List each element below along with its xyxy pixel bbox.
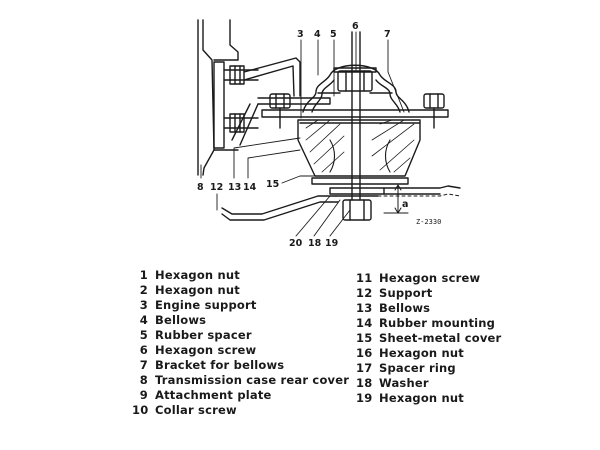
legend-item-number: 14 xyxy=(356,316,373,330)
legend-item-label: Support xyxy=(379,286,433,300)
legend-item: 13 Bellows xyxy=(356,301,501,316)
legend-item-number: 15 xyxy=(356,331,373,345)
dimension-a-label: a xyxy=(402,199,408,210)
callout-15: 15 xyxy=(266,179,279,190)
legend-item-label: Bellows xyxy=(379,301,431,315)
legend-item-number: 6 xyxy=(139,343,148,357)
callout-3: 3 xyxy=(297,29,304,40)
legend-item: 7 Bracket for bellows xyxy=(132,358,349,373)
legend-item: 12 Support xyxy=(356,286,501,301)
callout-5: 5 xyxy=(330,29,337,40)
legend-item-label: Collar screw xyxy=(155,403,237,417)
leader-lines xyxy=(200,31,405,237)
bellows-bracket xyxy=(261,93,449,129)
legend-item-label: Attachment plate xyxy=(155,388,272,402)
legend-item: 2 Hexagon nut xyxy=(132,283,349,298)
legend-item-label: Bracket for bellows xyxy=(155,358,285,372)
legend-item-number: 1 xyxy=(139,268,148,282)
legend-item-number: 12 xyxy=(356,286,373,300)
legend-item: 9 Attachment plate xyxy=(132,388,349,403)
callout-6: 6 xyxy=(352,21,359,32)
legend-item-label: Hexagon screw xyxy=(379,271,481,285)
engine-support xyxy=(231,57,331,146)
legend-right: 11 Hexagon screw 12 Support 13 Bellows 14 Rubbe… xyxy=(356,271,501,406)
callout-labels: 3 4 5 6 7 8 12 13 14 15 20 18 19 a Z-233… xyxy=(197,21,441,249)
legend-item: 8 Transmission case rear cover xyxy=(132,373,349,388)
legend-item-label: Hexagon nut xyxy=(155,283,240,297)
legend-item-label: Rubber spacer xyxy=(155,328,252,342)
legend-item-label: Hexagon nut xyxy=(379,346,464,360)
callout-20: 20 xyxy=(289,238,303,249)
figure-code: Z-2330 xyxy=(416,218,441,226)
legend-item: 17 Spacer ring xyxy=(356,361,501,376)
legend-item-label: Bellows xyxy=(155,313,207,327)
legend-item-number: 16 xyxy=(356,346,373,360)
legend-item: 10 Collar screw xyxy=(132,403,349,418)
callout-12: 12 xyxy=(210,182,223,193)
legend-item-number: 13 xyxy=(356,301,373,315)
legend-item-number: 8 xyxy=(139,373,148,387)
support-plate xyxy=(221,185,461,221)
rubber-mounting xyxy=(297,119,421,177)
legend-item-number: 3 xyxy=(139,298,148,312)
legend-item-label: Sheet-metal cover xyxy=(379,331,502,345)
legend-item-number: 2 xyxy=(139,283,148,297)
callout-13: 13 xyxy=(228,182,241,193)
legend-item: 19 Hexagon nut xyxy=(356,391,501,406)
legend-item-label: Hexagon nut xyxy=(379,391,464,405)
legend-item-label: Rubber mounting xyxy=(379,316,496,330)
callout-7: 7 xyxy=(384,29,391,40)
legend-item-number: 9 xyxy=(139,388,148,402)
legend-item: 15 Sheet-metal cover xyxy=(356,331,501,346)
legend-item-label: Spacer ring xyxy=(379,361,456,375)
legend-item-number: 10 xyxy=(132,403,149,417)
legend-item-label: Washer xyxy=(379,376,429,390)
legend-item-label: Hexagon screw xyxy=(155,343,257,357)
top-hexagon-nut xyxy=(333,67,377,92)
legend-item-number: 5 xyxy=(139,328,148,342)
legend-item: 16 Hexagon nut xyxy=(356,346,501,361)
legend-item: 4 Bellows xyxy=(132,313,349,328)
legend-item: 11 Hexagon screw xyxy=(356,271,501,286)
legend-item: 3 Engine support xyxy=(132,298,349,313)
legend-item-label: Engine support xyxy=(155,298,257,312)
hexagon-screw xyxy=(342,31,372,221)
legend-item: 18 Washer xyxy=(356,376,501,391)
legend-item: 5 Rubber spacer xyxy=(132,328,349,343)
attachment-plate xyxy=(213,61,259,149)
callout-18: 18 xyxy=(308,238,322,249)
engine-mount-diagram: 3 4 5 6 7 8 12 13 14 15 20 18 19 a Z-233… xyxy=(197,19,461,249)
legend-item-label: Transmission case rear cover xyxy=(155,373,350,387)
legend-item-number: 7 xyxy=(139,358,148,372)
legend-item-label: Hexagon nut xyxy=(155,268,240,282)
legend-item-number: 4 xyxy=(139,313,148,327)
legend-item-number: 17 xyxy=(356,361,373,375)
legend-item-number: 19 xyxy=(356,391,373,405)
callout-4: 4 xyxy=(314,29,321,40)
callout-19: 19 xyxy=(325,238,338,249)
legend-item: 1 Hexagon nut xyxy=(132,268,349,283)
legend-item: 14 Rubber mounting xyxy=(356,316,501,331)
legend-item-number: 18 xyxy=(356,376,373,390)
dimension-a xyxy=(383,184,409,214)
transmission-case-cover xyxy=(197,19,239,176)
callout-8: 8 xyxy=(197,182,204,193)
legend-item-number: 11 xyxy=(356,271,373,285)
legend-item: 6 Hexagon screw xyxy=(132,343,349,358)
callout-14: 14 xyxy=(243,182,257,193)
